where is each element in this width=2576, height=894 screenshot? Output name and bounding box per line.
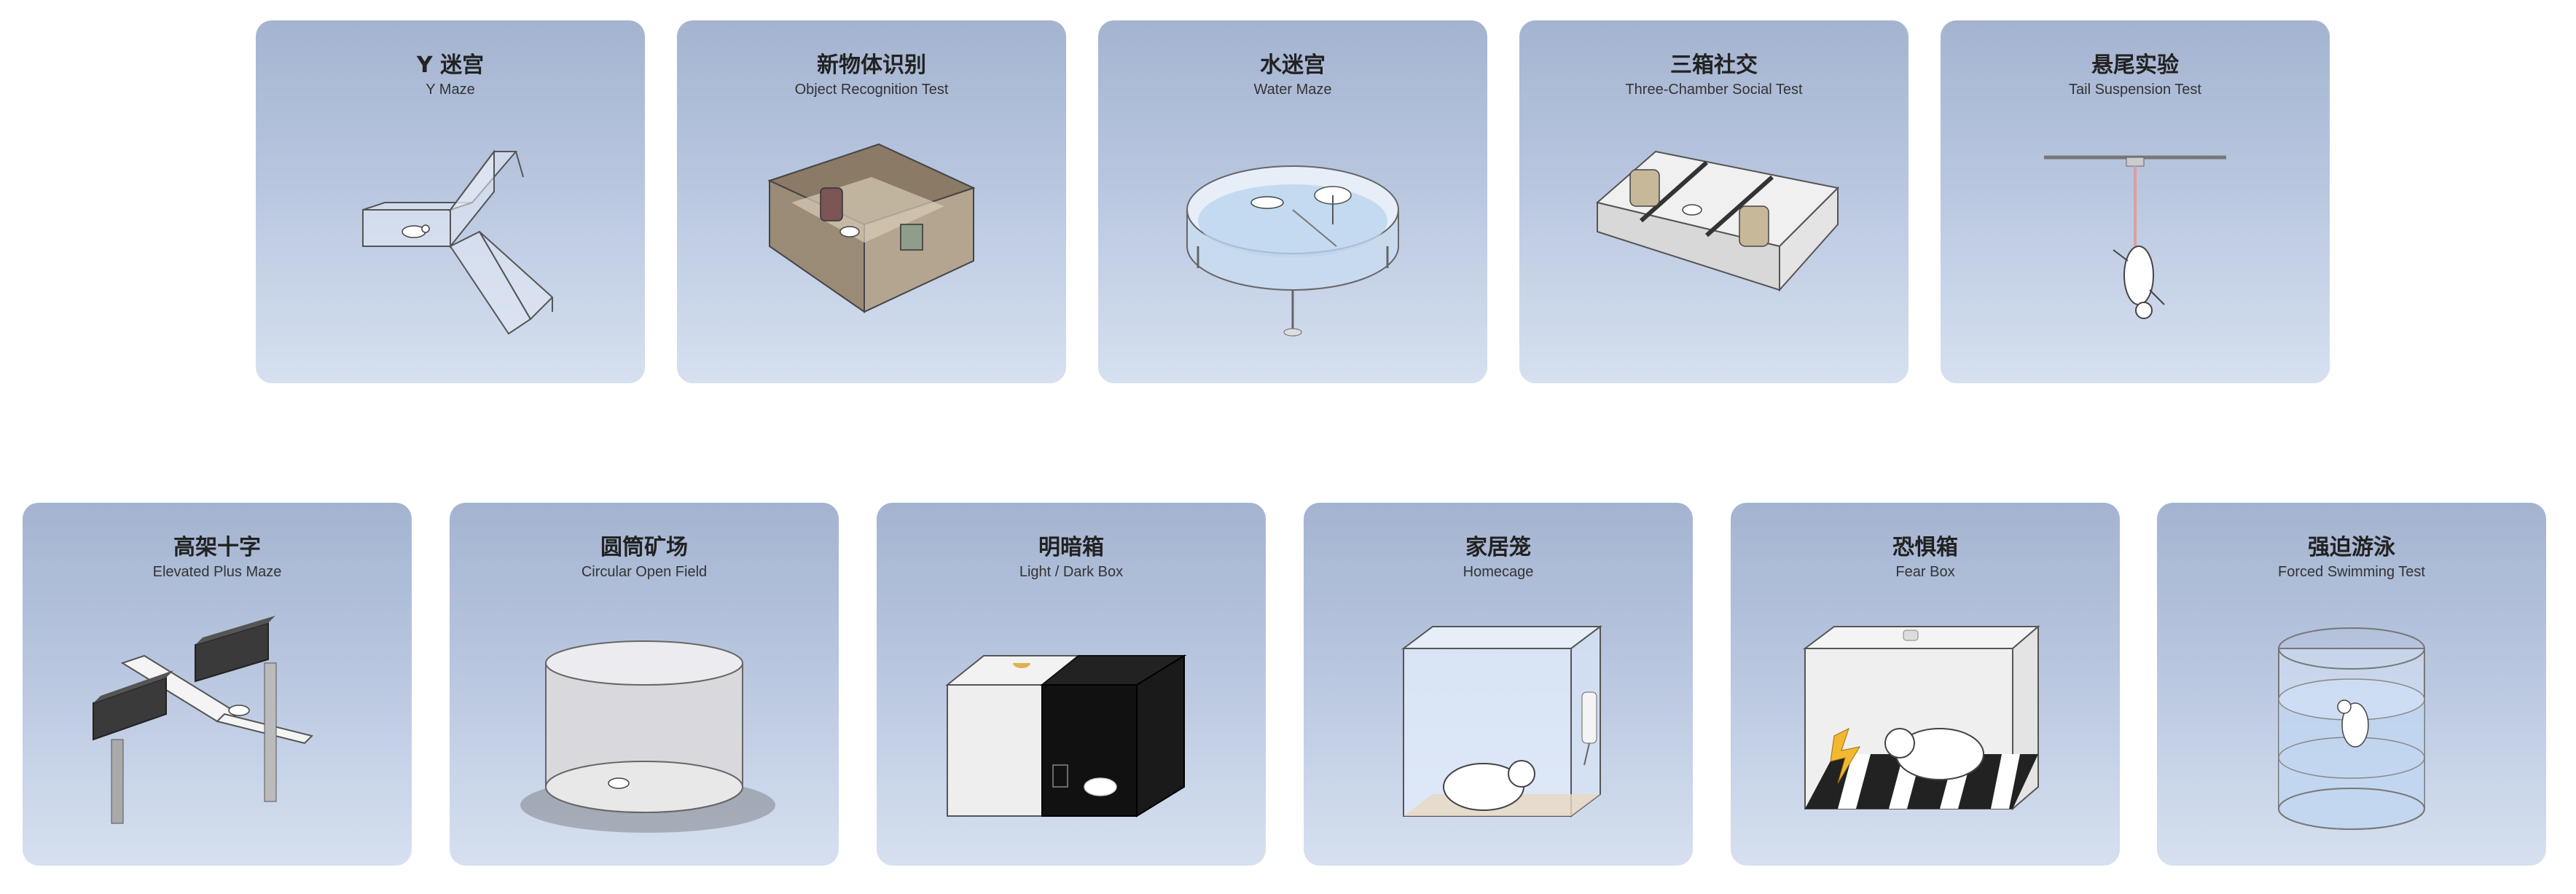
fear-box-icon — [1780, 605, 2071, 845]
card-title: 圆筒矿场 — [600, 535, 688, 560]
card-title: 明暗箱 — [1038, 535, 1104, 560]
card-title: 家居笼 — [1465, 535, 1531, 560]
card-subtitle: Three-Chamber Social Test — [1625, 82, 1803, 98]
card-subtitle: Tail Suspension Test — [2069, 82, 2201, 98]
card-object-recognition[interactable]: 新物体识别 Object Recognition Test — [677, 20, 1066, 383]
card-subtitle: Circular Open Field — [581, 564, 708, 580]
card-subtitle: Forced Swimming Test — [2278, 564, 2425, 580]
card-light-dark-box[interactable]: 明暗箱 Light / Dark Box — [877, 503, 1266, 866]
card-homecage[interactable]: 家居笼 Homecage — [1304, 503, 1693, 866]
circular-open-field-icon — [498, 605, 790, 845]
card-subtitle: Water Maze — [1253, 82, 1332, 98]
object-recognition-box-icon — [726, 122, 1017, 363]
card-subtitle: Fear Box — [1895, 564, 1955, 580]
elevated-plus-maze-icon — [71, 605, 363, 845]
card-y-maze[interactable]: Y 迷宫 Y Maze — [256, 20, 645, 383]
card-title: 高架十字 — [173, 535, 261, 560]
card-subtitle: Homecage — [1463, 564, 1534, 580]
y-maze-icon — [305, 122, 596, 363]
card-forced-swimming[interactable]: 强迫游泳 Forced Swimming Test — [2157, 503, 2546, 866]
card-title: 三箱社交 — [1670, 52, 1758, 78]
three-chamber-box-icon — [1568, 122, 1860, 363]
card-subtitle: Y Maze — [426, 82, 475, 98]
card-title: 恐惧箱 — [1892, 535, 1958, 560]
card-elevated-plus-maze[interactable]: 高架十字 Elevated Plus Maze — [23, 503, 412, 866]
card-fear-box[interactable]: 恐惧箱 Fear Box — [1731, 503, 2120, 866]
card-subtitle: Elevated Plus Maze — [152, 564, 282, 580]
card-title: Y 迷宫 — [416, 52, 485, 78]
card-subtitle: Object Recognition Test — [794, 82, 949, 98]
card-subtitle: Light / Dark Box — [1019, 564, 1124, 580]
light-dark-box-icon — [925, 605, 1217, 845]
card-title: 新物体识别 — [817, 52, 926, 78]
homecage-icon — [1352, 605, 1644, 845]
water-maze-pool-icon — [1147, 122, 1438, 363]
card-water-maze[interactable]: 水迷宫 Water Maze — [1098, 20, 1487, 383]
card-three-chamber[interactable]: 三箱社交 Three-Chamber Social Test — [1519, 20, 1908, 383]
card-title: 水迷宫 — [1260, 52, 1326, 78]
card-title: 强迫游泳 — [2308, 535, 2395, 560]
card-tail-suspension[interactable]: 悬尾实验 Tail Suspension Test — [1941, 20, 2330, 383]
card-circular-open-field[interactable]: 圆筒矿场 Circular Open Field — [450, 503, 839, 866]
forced-swim-cylinder-icon — [2206, 605, 2497, 845]
tail-suspension-icon — [1989, 122, 2281, 363]
card-title: 悬尾实验 — [2091, 52, 2179, 78]
